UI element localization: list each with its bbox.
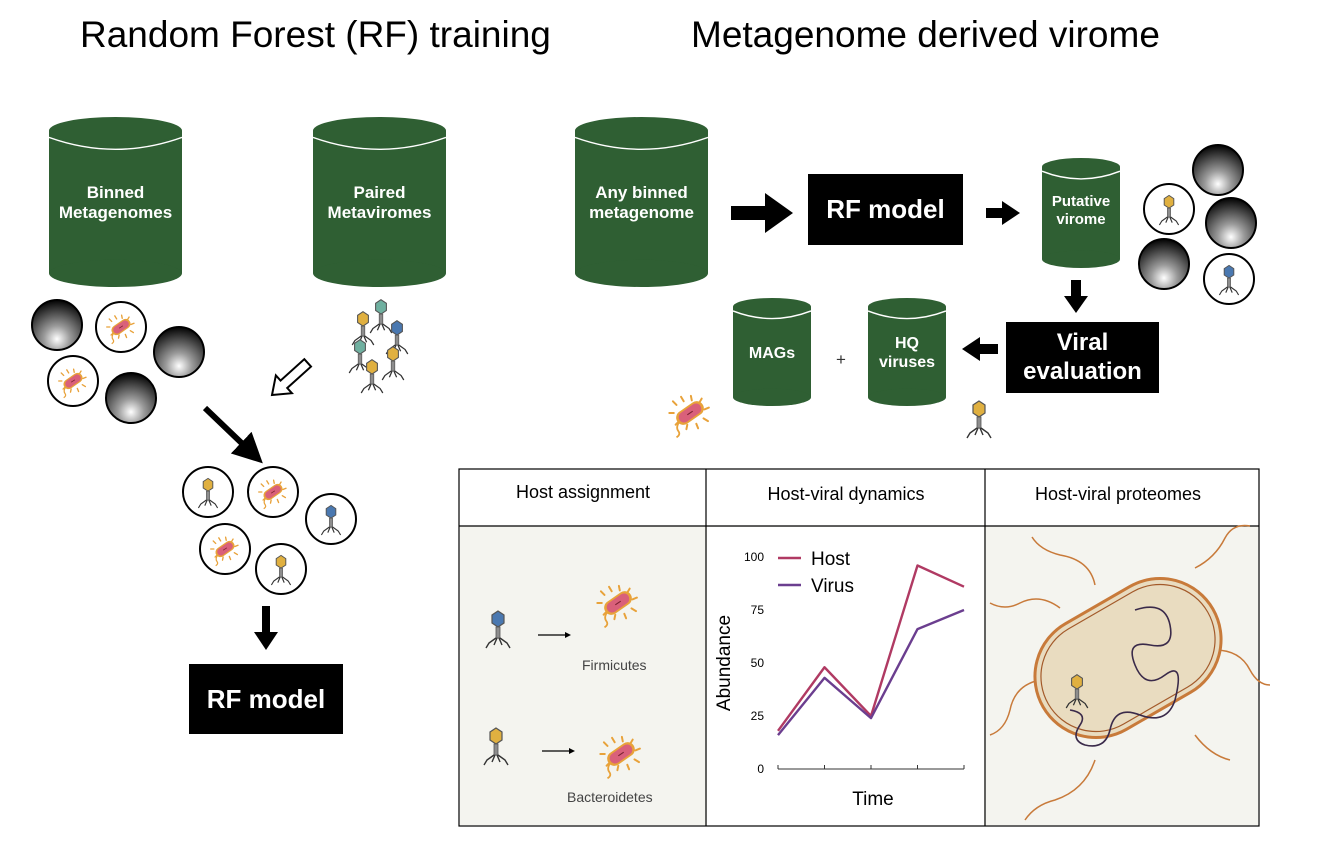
bacterium-bin-icon: [199, 523, 251, 575]
phage-bin-icon: [255, 543, 307, 595]
outline-arrow-icon: [270, 357, 313, 397]
left-section-title: Random Forest (RF) training: [80, 14, 551, 55]
bacterium-icon: [668, 394, 710, 439]
right-section-title: Metagenome derived virome: [691, 14, 1160, 55]
y-axis-label: Abundance: [714, 615, 735, 711]
bin-sphere-icon: [1138, 238, 1190, 290]
rf-model-box-left: RF model: [189, 664, 343, 734]
bin-sphere-icon: [1205, 197, 1257, 249]
bin-sphere-icon: [31, 299, 83, 351]
bacterium-bin-icon: [247, 466, 299, 518]
phage-bin-icon: [1143, 183, 1195, 235]
hq-viruses-label: HQ viruses: [878, 335, 936, 372]
host-viral-proteomes-title: Host-viral proteomes: [1034, 484, 1202, 504]
legend-label: Virus: [811, 576, 854, 597]
paired-metaviromes-label: Paired Metaviromes: [327, 183, 432, 223]
x-axis-label: Time: [852, 789, 894, 810]
putative-virome-label: Putative virome: [1051, 193, 1111, 228]
phage-bin-icon: [182, 466, 234, 518]
firmicutes-label: Firmicutes: [582, 657, 647, 673]
y-tick-label: 25: [751, 709, 765, 723]
host-assignment-title: Host assignment: [515, 482, 651, 502]
y-tick-label: 0: [757, 762, 764, 776]
bacteroidetes-label: Bacteroidetes: [567, 789, 653, 805]
host-viral-dynamics-title: Host-viral dynamics: [767, 484, 925, 504]
binned-metagenomes-label: Binned Metagenomes: [58, 183, 173, 223]
series-line-virus: [777, 608, 965, 736]
arrow-icon: [986, 201, 1020, 225]
left-arrow-icon: [962, 337, 998, 361]
bin-sphere-icon: [1192, 144, 1244, 196]
phage-icon: [966, 400, 992, 439]
viral-evaluation-line2: evaluation: [1023, 357, 1142, 385]
mags-label: MAGs: [748, 345, 796, 362]
bin-sphere-icon: [105, 372, 157, 424]
y-tick-label: 100: [744, 550, 764, 564]
cell-icon: [989, 524, 1271, 821]
arrow-icon: [731, 193, 793, 233]
any-binned-metagenome-label: Any binned metagenome: [589, 183, 694, 223]
down-arrow-icon: [1064, 280, 1088, 313]
viral-evaluation-line1: Viral: [1056, 328, 1109, 356]
plus-sign: +: [836, 350, 846, 369]
arrow-icon: [202, 405, 263, 464]
legend-label: Host: [811, 549, 851, 570]
bacterium-bin-icon: [47, 355, 99, 407]
viral-evaluation-box: Viral evaluation: [1006, 322, 1159, 393]
bacterium-bin-icon: [95, 301, 147, 353]
phage-bin-icon: [1203, 253, 1255, 305]
y-tick-label: 50: [751, 656, 765, 670]
rf-model-box-right: RF model: [808, 174, 963, 245]
bin-sphere-icon: [153, 326, 205, 378]
phage-bin-icon: [305, 493, 357, 545]
y-tick-label: 75: [751, 603, 765, 617]
phage-cluster-icon: [348, 299, 409, 394]
